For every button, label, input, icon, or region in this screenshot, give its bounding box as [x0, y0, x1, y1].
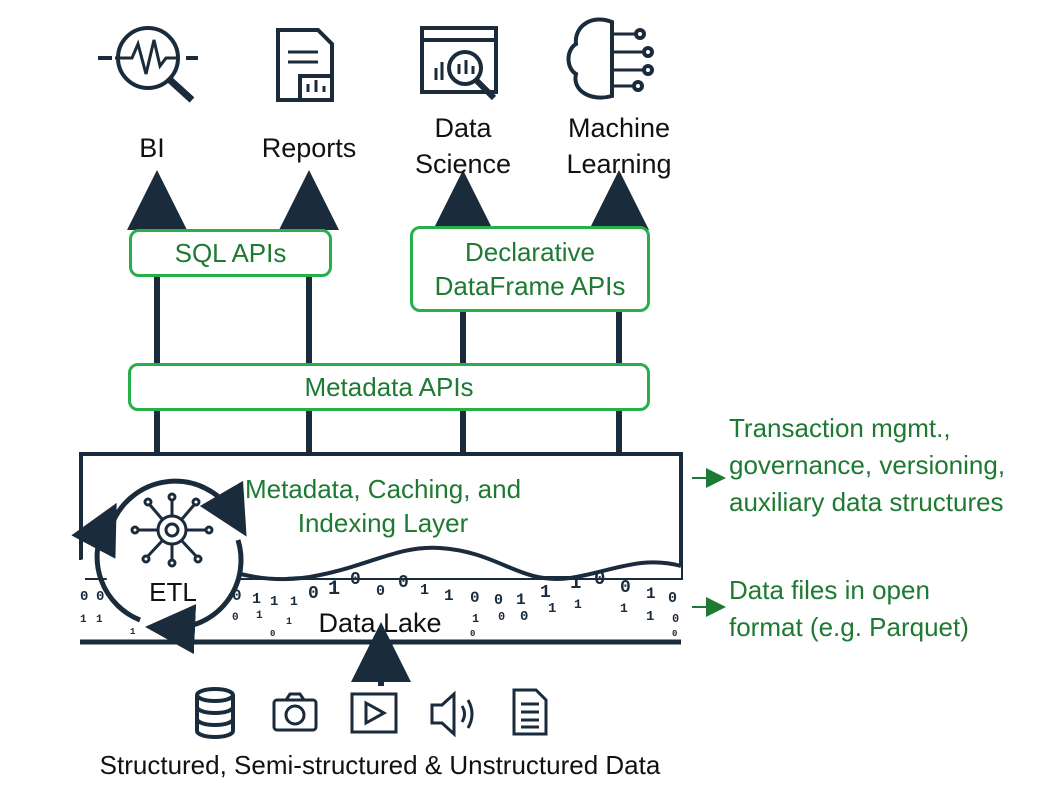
consumer-label-bi: BI [139, 133, 165, 163]
camera-icon [272, 692, 318, 732]
svg-text:1: 1 [472, 612, 479, 626]
svg-text:1: 1 [444, 587, 454, 605]
svg-text:1: 1 [252, 591, 261, 608]
svg-text:1: 1 [96, 614, 103, 626]
svg-text:1: 1 [130, 627, 136, 637]
svg-text:1: 1 [290, 594, 298, 609]
consumer-label-machine-learning: Machine Learning [566, 113, 672, 179]
svg-text:0: 0 [672, 629, 677, 639]
svg-text:0: 0 [594, 568, 605, 590]
svg-text:0: 0 [620, 578, 631, 598]
metadata-apis-box: Metadata APIs [128, 363, 650, 411]
svg-text:0: 0 [232, 587, 242, 605]
svg-text:0: 0 [270, 629, 275, 639]
sql-apis-box: SQL APIs [129, 229, 332, 277]
svg-text:1: 1 [328, 578, 340, 601]
svg-text:1: 1 [516, 591, 526, 609]
svg-text:0: 0 [398, 573, 409, 593]
svg-text:0: 0 [308, 584, 319, 604]
brain-circuit-icon [566, 17, 654, 100]
svg-text:0: 0 [494, 592, 503, 609]
svg-text:1: 1 [540, 583, 551, 603]
svg-text:1: 1 [270, 594, 278, 610]
svg-text:0: 0 [470, 589, 480, 607]
data-science-window-icon [420, 26, 498, 101]
svg-text:1: 1 [548, 601, 556, 617]
etl-chip-icon [130, 492, 214, 568]
report-document-icon [276, 28, 334, 102]
svg-text:0: 0 [376, 583, 385, 600]
svg-text:1: 1 [574, 597, 582, 612]
sources-label: Structured, Semi-structured & Unstructur… [99, 750, 661, 780]
speaker-icon [430, 690, 474, 738]
document-icon [512, 688, 548, 736]
svg-text:0: 0 [350, 570, 361, 590]
svg-text:1: 1 [646, 585, 656, 603]
svg-text:1: 1 [420, 582, 429, 599]
svg-text:0: 0 [232, 612, 239, 624]
layer-title: Metadata, Caching, and Indexing Layer [244, 474, 522, 538]
etl-label: ETL [149, 577, 197, 607]
svg-text:0: 0 [498, 610, 505, 624]
database-icon [195, 687, 235, 739]
svg-text:1: 1 [286, 617, 292, 628]
bi-magnifier-icon [98, 26, 198, 103]
consumer-label-reports: Reports [261, 133, 357, 163]
files-note: Data files in open format (e.g. Parquet) [729, 575, 969, 642]
svg-text:0: 0 [520, 609, 528, 625]
svg-text:0: 0 [668, 590, 677, 607]
svg-text:1: 1 [256, 610, 263, 622]
svg-text:1: 1 [646, 609, 654, 625]
transaction-note: Transaction mgmt., governance, versionin… [729, 413, 1006, 517]
svg-text:1: 1 [80, 614, 87, 626]
svg-text:0: 0 [470, 629, 475, 639]
svg-text:0: 0 [96, 589, 104, 605]
svg-text:0: 0 [80, 589, 88, 605]
video-play-icon [350, 692, 398, 734]
consumer-label-data-science: Data Science [414, 113, 512, 179]
data-lake-label: Data Lake [318, 608, 442, 638]
svg-text:0: 0 [672, 612, 679, 626]
dataframe-apis-box: Declarative DataFrame APIs [410, 226, 650, 312]
svg-text:1: 1 [570, 572, 581, 594]
svg-text:1: 1 [620, 601, 628, 616]
